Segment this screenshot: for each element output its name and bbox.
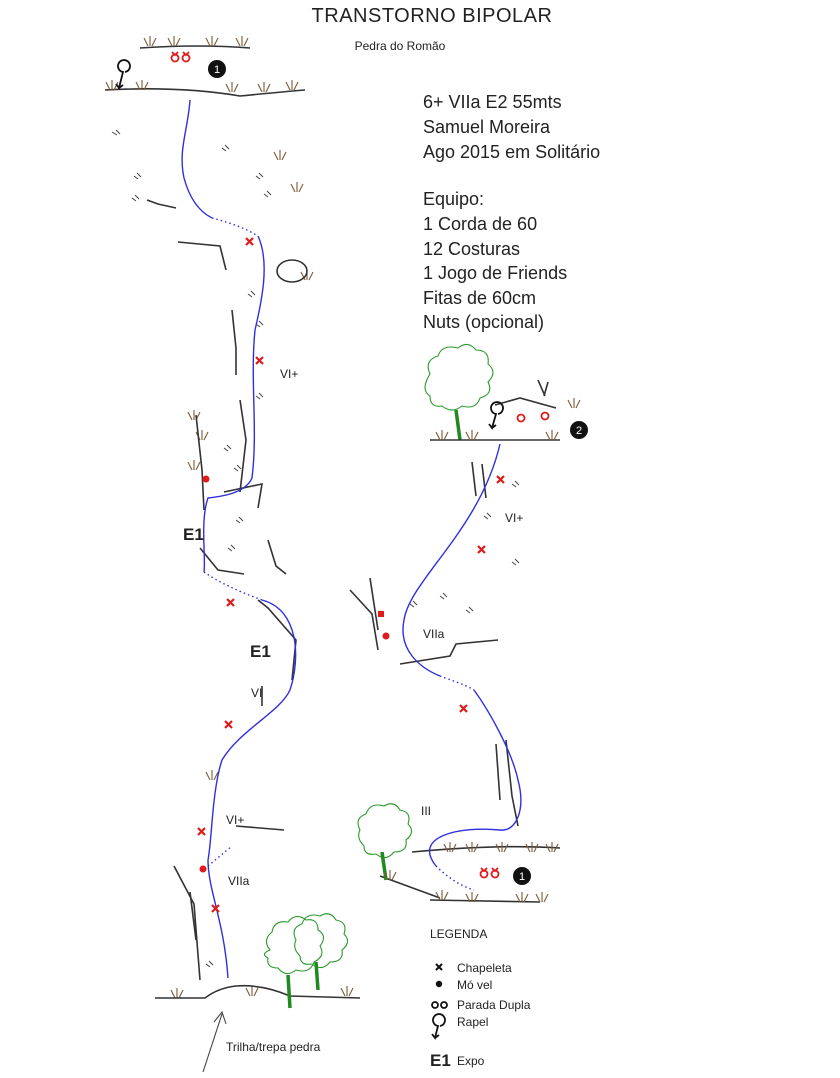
rapel-icon	[115, 59, 131, 91]
bolt-icon	[255, 356, 264, 365]
route-line	[181, 99, 213, 219]
top-ledge	[139, 45, 251, 49]
route-line-runout	[211, 217, 259, 237]
anchor-ledge	[104, 88, 306, 97]
legend-title: LEGENDA	[430, 927, 487, 941]
grade-label: VIIa	[228, 874, 250, 888]
tree-icon	[293, 913, 349, 991]
anchor-number: 2	[576, 425, 582, 437]
grade-label: VIIa	[423, 627, 445, 641]
grade-label: III	[421, 804, 431, 818]
anchor-number-badge: 1	[208, 60, 226, 78]
route-line	[207, 599, 297, 979]
anchor-number-badge: 1	[513, 867, 531, 885]
legend-label: Expo	[457, 1054, 485, 1068]
info-author: Samuel Moreira	[423, 117, 551, 137]
route-line-runout	[203, 571, 263, 601]
anchor-number-badge: 2	[570, 421, 588, 439]
pitch-1: 1	[104, 36, 361, 1073]
tree-icon	[424, 343, 494, 441]
double-anchor-top	[170, 51, 191, 63]
equipment-item: 1 Corda de 60	[423, 214, 537, 234]
tree-icon	[263, 915, 325, 1009]
bolt-icon	[459, 704, 468, 713]
equipment-item: Nuts (opcional)	[423, 312, 544, 332]
equipment-item: 12 Costuras	[423, 239, 520, 259]
equipment-item: 1 Jogo de Friends	[423, 263, 567, 283]
expo-legend-icon: E1	[430, 1051, 451, 1070]
rapel-legend-icon	[431, 1013, 446, 1041]
anchor-number: 1	[519, 871, 525, 883]
boulder	[276, 259, 308, 283]
trad-piece-icon	[202, 475, 210, 483]
grade-label: VI	[251, 686, 262, 700]
trad-piece-icon	[378, 611, 384, 617]
route-line	[428, 689, 522, 867]
double-anchor-2	[516, 411, 550, 423]
bolt-icon	[211, 904, 220, 913]
double-anchor-legend-icon	[431, 1001, 448, 1009]
anchor-number: 1	[214, 64, 220, 76]
bolt-icon	[477, 545, 486, 554]
equipment-item: Fitas de 60cm	[423, 288, 536, 308]
route-line-runout	[207, 845, 233, 867]
rapel-icon	[488, 401, 504, 430]
trad-piece-icon	[199, 865, 207, 873]
legend-label: Parada Dupla	[457, 998, 531, 1012]
bolt-icon	[224, 720, 233, 729]
info-date: Ago 2015 em Solitário	[423, 142, 600, 162]
legend-label: Rapel	[457, 1015, 488, 1029]
approach-label: Trilha/trepa pedra	[226, 1040, 321, 1054]
bolt-icon	[496, 475, 505, 484]
legend: LEGENDA Chapeleta Mó vel Parada Dupla Ra…	[430, 927, 531, 1070]
grass-tufts	[435, 398, 581, 441]
bolt-icon	[197, 827, 206, 836]
route-line-runout	[439, 675, 475, 691]
expo-label: E1	[250, 642, 271, 661]
expo-label: E1	[183, 525, 204, 544]
trad-piece-icon	[382, 632, 390, 640]
route-line	[202, 235, 265, 573]
double-anchor-1	[479, 867, 500, 879]
info-grade-length: 6+ VIIa E2 55mts	[423, 92, 562, 112]
route-line-runout	[435, 865, 475, 891]
tree-icon	[357, 803, 413, 881]
grade-label: VI+	[226, 813, 244, 827]
grass-tufts	[383, 842, 559, 903]
bolt-icon	[245, 237, 254, 246]
equipment-title: Equipo:	[423, 189, 484, 209]
trad-legend-icon	[435, 980, 443, 988]
bolt-icon	[226, 598, 235, 607]
route-line	[402, 443, 501, 677]
crag-name: Pedra do Romão	[355, 39, 446, 53]
legend-label: Chapeleta	[457, 961, 512, 975]
pitch-2: 2 VI+ VIIa	[349, 343, 588, 903]
route-info: 6+ VIIa E2 55mts Samuel Moreira Ago 2015…	[423, 92, 600, 332]
bolt-legend-icon	[435, 963, 443, 971]
grade-label: VI+	[505, 511, 523, 525]
base-ground	[155, 984, 361, 999]
approach-arrow-icon	[202, 1010, 227, 1073]
holds	[409, 480, 520, 614]
route-title: TRANSTORNO BIPOLAR	[312, 5, 553, 27]
grade-label: VI+	[280, 367, 298, 381]
holds	[111, 129, 272, 968]
legend-label: Mó vel	[457, 978, 492, 992]
grass-tufts	[105, 36, 354, 999]
